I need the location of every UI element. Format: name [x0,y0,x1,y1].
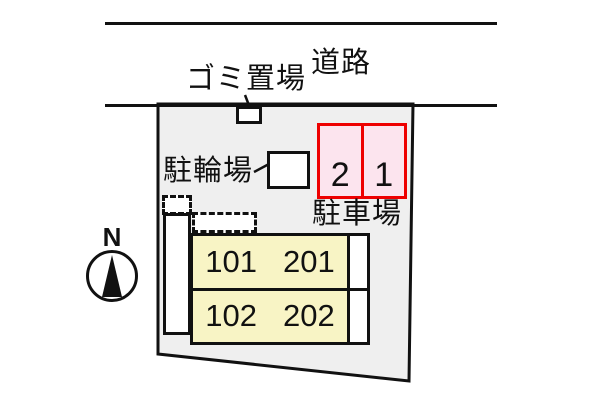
building-entry-strip-2 [347,290,367,342]
garbage-leader-line [243,94,252,109]
bicycle-parking-label: 駐輪場 [163,155,254,187]
unit-102: 102 [205,298,257,334]
compass-icon [86,250,138,302]
side-structure-box [163,213,191,335]
road-label: 道路 [311,47,372,79]
building-row-2: 102 202 [193,290,367,342]
car-parking-label: 駐車場 [312,198,403,230]
parking-stall-1: 1 [374,156,394,194]
compass-north-label: N [102,222,122,252]
garbage-area-label: ゴミ置場 [186,63,307,95]
bicycle-leader-line [253,162,270,174]
building-row-1: 101 201 [193,236,367,291]
building-entry-strip-1 [347,236,367,288]
road-edge-line-top [105,22,497,25]
unit-201: 201 [283,243,335,279]
building: 101 201 102 202 [190,233,370,345]
parking-stalls: 2 1 [317,123,407,199]
dashed-area-wide [192,212,257,233]
unit-101: 101 [205,243,257,279]
parking-stall-2: 2 [320,126,364,196]
unit-202: 202 [283,298,335,334]
compass-needle-icon [102,255,122,297]
bicycle-parking-box [267,151,310,189]
road-edge-line-bottom [105,104,497,107]
